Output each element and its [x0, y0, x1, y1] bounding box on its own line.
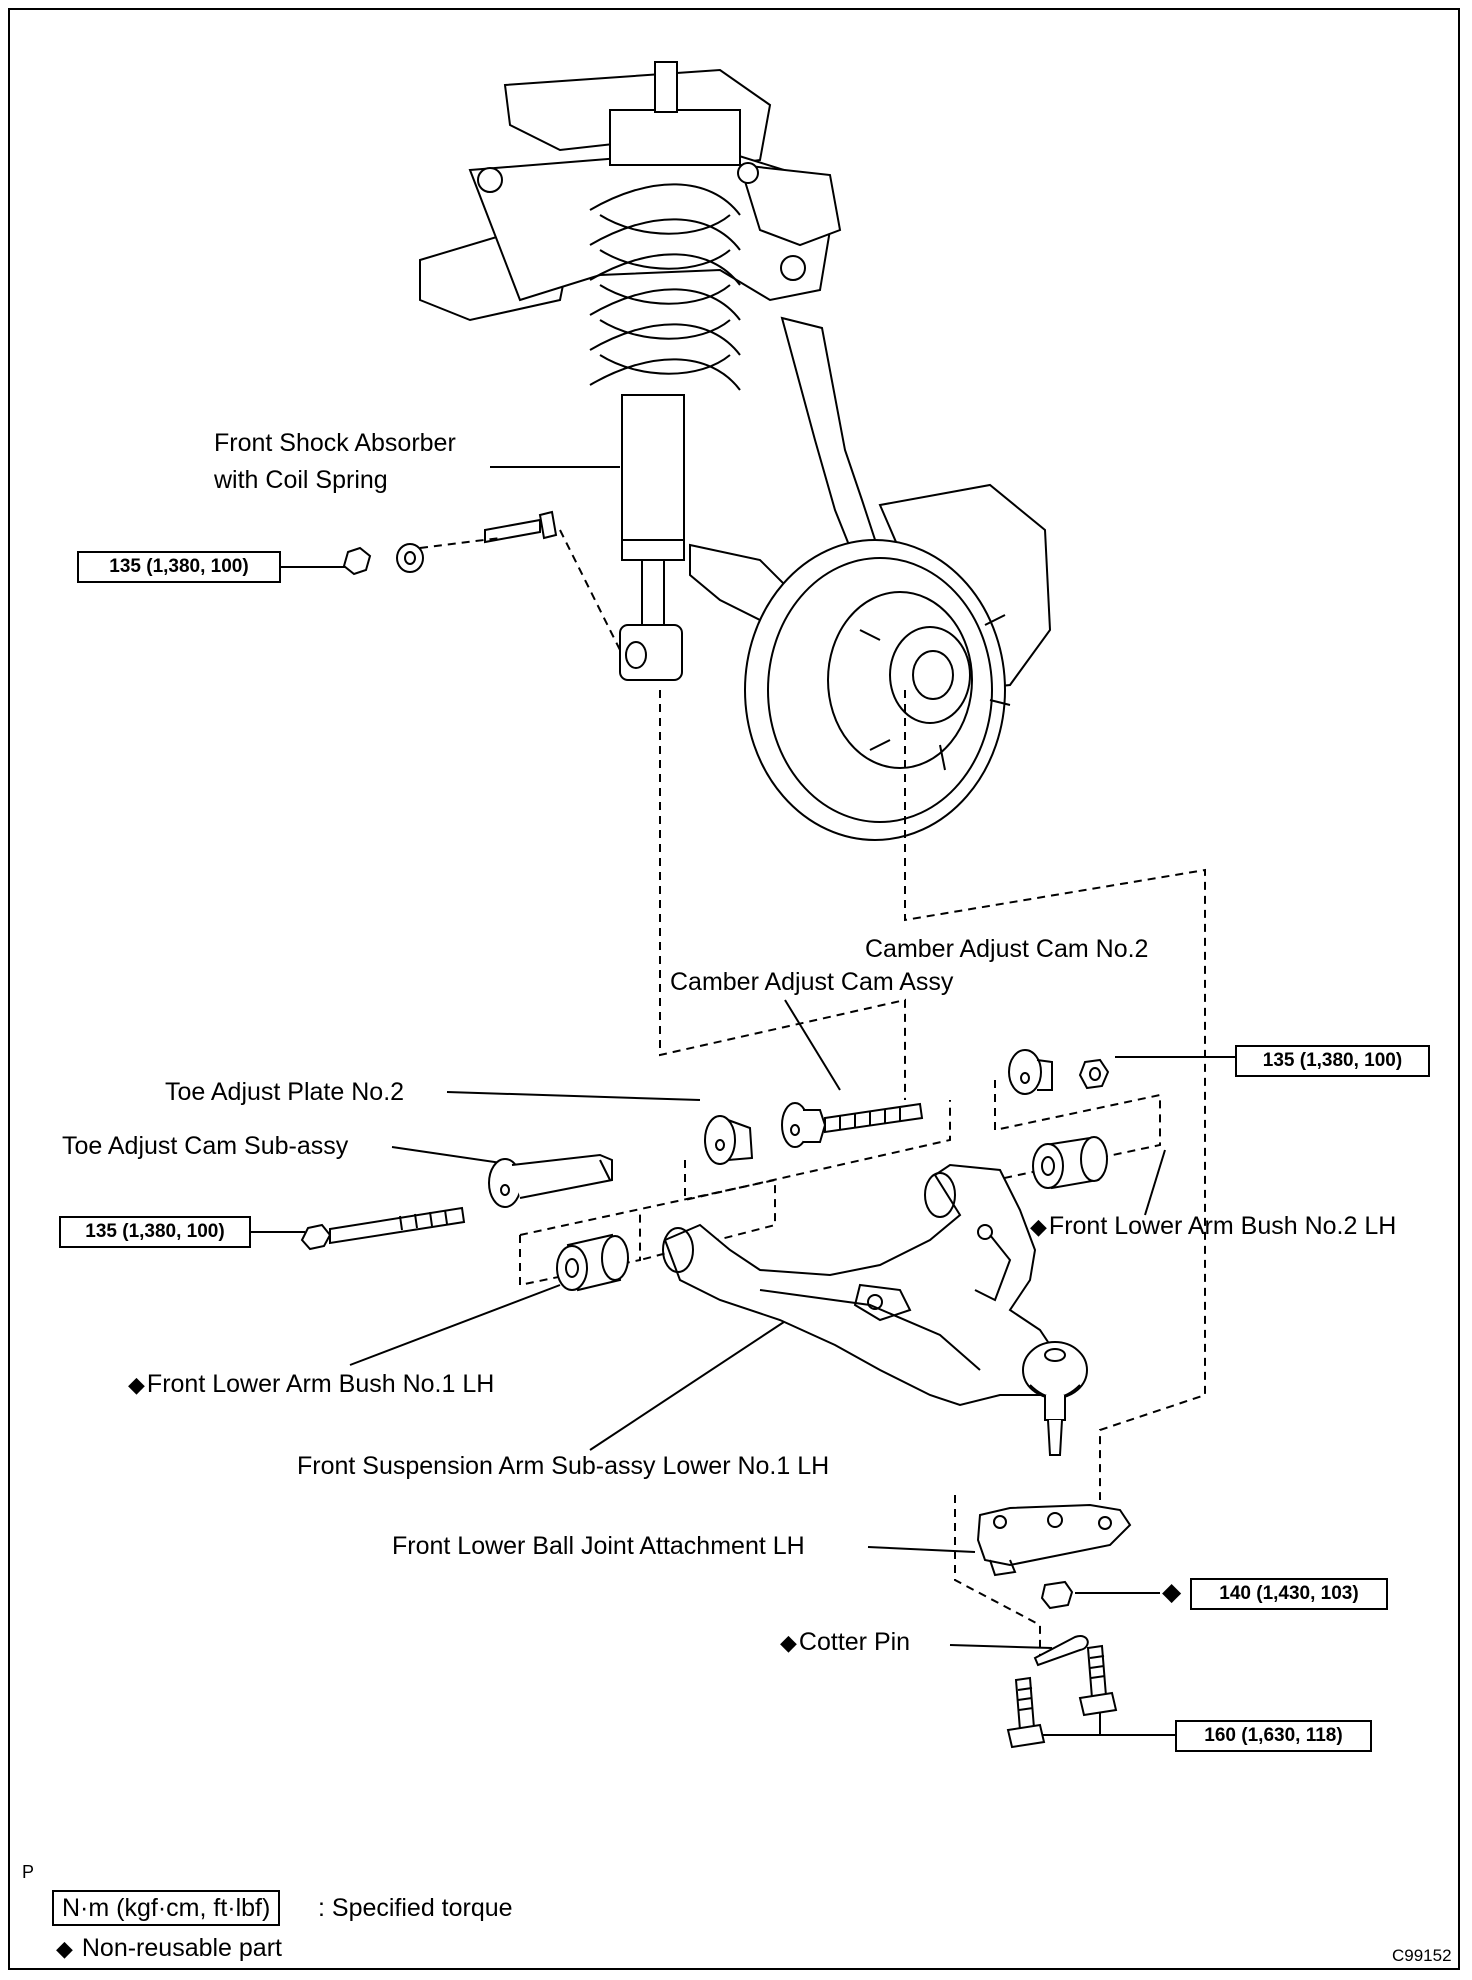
label-camber-adjust-cam-assy: Camber Adjust Cam Assy	[670, 968, 954, 996]
label-front-suspension-arm: Front Suspension Arm Sub-assy Lower No.1…	[297, 1452, 830, 1480]
label-shock-absorber-line2: with Coil Spring	[214, 466, 388, 494]
ball-joint-attachment-part	[976, 1503, 1132, 1577]
label-front-lower-arm-bush-no2: ◆Front Lower Arm Bush No.2 LH	[1030, 1212, 1397, 1240]
shock-mount-hardware	[342, 510, 621, 651]
legend-torque-units: N·m (kgf·cm, ft·lbf)	[52, 1890, 281, 1926]
shock-absorber-coil-spring	[589, 61, 741, 681]
attachment-bolts-part	[1006, 1644, 1118, 1749]
torque-camber-nut: 135 (1,380, 100)	[1235, 1045, 1430, 1077]
torque-ball-joint-nut: 140 (1,430, 103)	[1190, 1578, 1388, 1610]
torque-attachment-bolts: 160 (1,630, 118)	[1175, 1720, 1372, 1752]
non-reusable-icon: ◆	[56, 1936, 73, 1961]
label-shock-absorber-line1: Front Shock Absorber	[214, 429, 456, 457]
torque-shock-nut: 135 (1,380, 100)	[77, 551, 281, 583]
figure-marker: P	[22, 1862, 35, 1882]
ball-joint-part	[1022, 1341, 1088, 1456]
non-reusable-icon: ◆	[1030, 1214, 1047, 1239]
brake-disc-hub	[744, 539, 1011, 841]
lower-control-arm-part	[662, 1163, 1062, 1407]
torque-toe-bolt: 135 (1,380, 100)	[59, 1216, 251, 1248]
camber-cam-no2-part	[1008, 1049, 1110, 1095]
label-ball-joint-attachment: Front Lower Ball Joint Attachment LH	[392, 1532, 805, 1560]
legend-torque-desc: : Specified torque	[318, 1894, 513, 1922]
stabilizer-link	[780, 316, 882, 562]
label-toe-adjust-cam-sub-assy: Toe Adjust Cam Sub-assy	[62, 1132, 349, 1160]
legend-non-reusable: ◆ Non-reusable part	[56, 1934, 282, 1962]
toe-adjust-plate-no2-part	[704, 1115, 754, 1165]
castle-nut-part	[1040, 1580, 1074, 1610]
upper-frame-bracket	[419, 68, 842, 322]
figure-frame	[8, 8, 1460, 1970]
camber-cam-assy-part	[781, 1102, 924, 1148]
label-camber-adjust-cam-no2: Camber Adjust Cam No.2	[865, 935, 1149, 963]
non-reusable-icon: ◆	[1162, 1578, 1182, 1606]
cotter-pin-part	[1033, 1635, 1089, 1667]
bush-no2-part	[1032, 1136, 1108, 1190]
label-cotter-pin: ◆Cotter Pin	[780, 1628, 911, 1656]
non-reusable-icon: ◆	[780, 1630, 797, 1655]
label-front-lower-arm-bush-no1: ◆Front Lower Arm Bush No.1 LH	[128, 1370, 495, 1398]
non-reusable-icon: ◆	[128, 1372, 145, 1397]
toe-adjust-cam-part	[488, 1153, 613, 1208]
toe-bolt-part	[300, 1206, 466, 1251]
label-toe-adjust-plate-no2: Toe Adjust Plate No.2	[165, 1078, 405, 1106]
figure-code: C99152	[1392, 1946, 1452, 1965]
bush-no1-part	[556, 1233, 629, 1292]
